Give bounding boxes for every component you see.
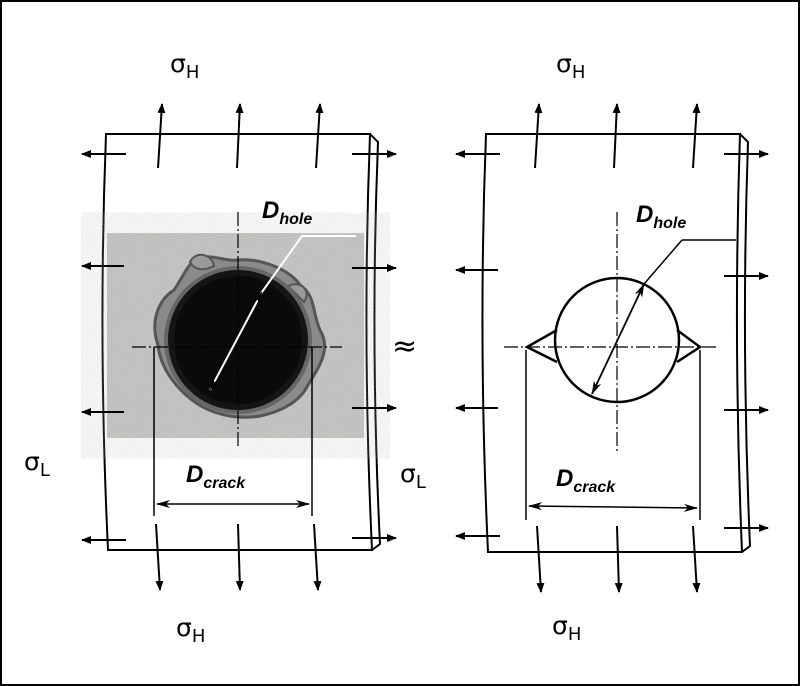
right-arrow-top-3 [692, 103, 701, 169]
left-crack-wedge [524, 328, 558, 364]
left-dhole-arrow [209, 291, 263, 391]
right-sigma-l: σL [400, 459, 426, 493]
right-sigma-h-bottom: σH [552, 611, 581, 645]
left-dhole-leader [261, 235, 303, 293]
right-sigma-h-top: σH [556, 49, 585, 83]
left-plate-edge [369, 133, 382, 551]
right-dhole-leader [643, 239, 683, 285]
left-panel: σH σH σL σL Dhole Dcrack [24, 49, 426, 647]
right-arrow-bottom-2 [614, 525, 623, 593]
left-dcrack-label: Dcrack [186, 461, 246, 492]
right-dcrack-arrow [528, 502, 698, 512]
left-arrow-top-1 [157, 103, 166, 169]
left-arrow-bottom-2 [235, 523, 244, 591]
ideal-hole-circle [553, 276, 681, 404]
right-arrow-bottom-3 [692, 525, 701, 593]
right-arrow-top-1 [534, 103, 543, 169]
hole-photo [107, 233, 364, 438]
right-arrow-top-2 [612, 103, 621, 169]
right-crack-wedge [676, 328, 703, 364]
left-sigma-h-top: σH [170, 49, 199, 83]
left-arrow-bottom-3 [313, 523, 322, 591]
right-dhole-arrow [591, 283, 645, 395]
approx-symbol: ≈ [392, 329, 417, 364]
left-sigma-h-bottom: σH [176, 613, 205, 647]
left-arrow-top-3 [315, 103, 324, 169]
right-panel: σH σH Dhole Dcrack [455, 49, 769, 645]
left-dhole-label: Dhole [262, 197, 312, 228]
right-dcrack-label: Dcrack [556, 465, 616, 496]
left-arrow-top-2 [235, 103, 244, 169]
right-plate-edge [739, 133, 752, 553]
left-sigma-l: σL [24, 447, 50, 481]
right-arrow-bottom-1 [536, 525, 545, 593]
left-arrow-bottom-1 [155, 523, 164, 591]
right-dhole-label: Dhole [636, 201, 686, 232]
